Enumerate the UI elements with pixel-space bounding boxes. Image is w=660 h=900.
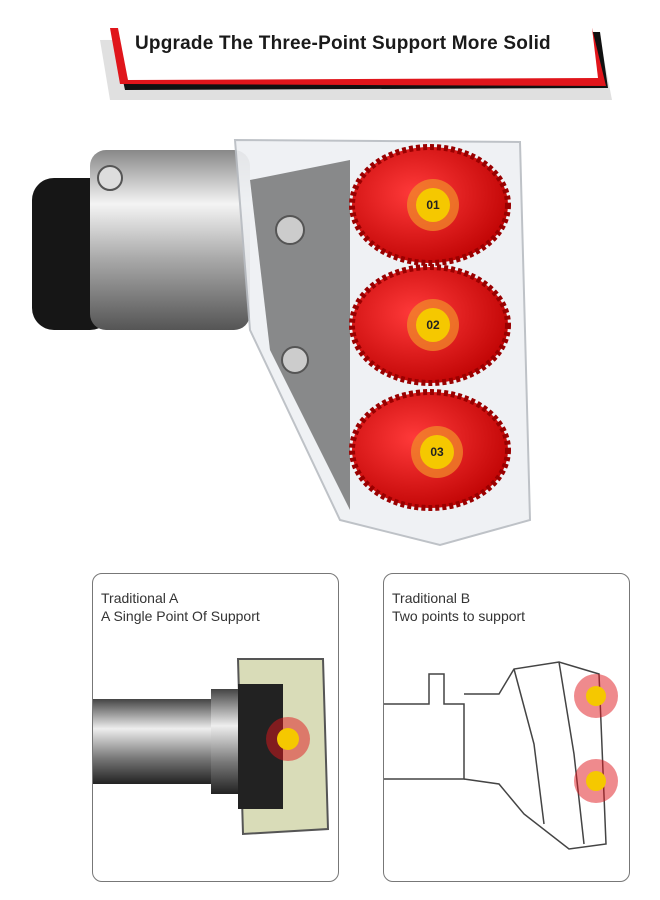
panel-traditional-b: Traditional B Two points to support <box>383 573 630 882</box>
massage-head-illustration: 01 02 03 <box>32 138 532 547</box>
marker-01: 01 <box>407 179 459 231</box>
metal-collar <box>90 150 250 330</box>
banner-title: Upgrade The Three-Point Support More Sol… <box>135 33 551 54</box>
two-point-illustration <box>384 661 618 850</box>
panel-a-subtitle: A Single Point Of Support <box>101 608 260 624</box>
panel-traditional-a: Traditional A A Single Point Of Support <box>92 573 339 882</box>
single-point-illustration <box>93 658 330 836</box>
panel-b-subtitle: Two points to support <box>392 608 526 624</box>
banner-ribbon <box>100 28 612 100</box>
marker-03: 03 <box>411 426 463 478</box>
marker-02: 02 <box>407 299 459 351</box>
support-point-2 <box>586 771 606 791</box>
gear-label-01: 01 <box>426 198 440 212</box>
panel-b-title: Traditional B <box>392 590 471 606</box>
panel-a-title: Traditional A <box>101 590 179 606</box>
support-point-1 <box>586 686 606 706</box>
support-point <box>277 728 299 750</box>
gear-label-02: 02 <box>426 318 440 332</box>
gear-label-03: 03 <box>430 445 444 459</box>
